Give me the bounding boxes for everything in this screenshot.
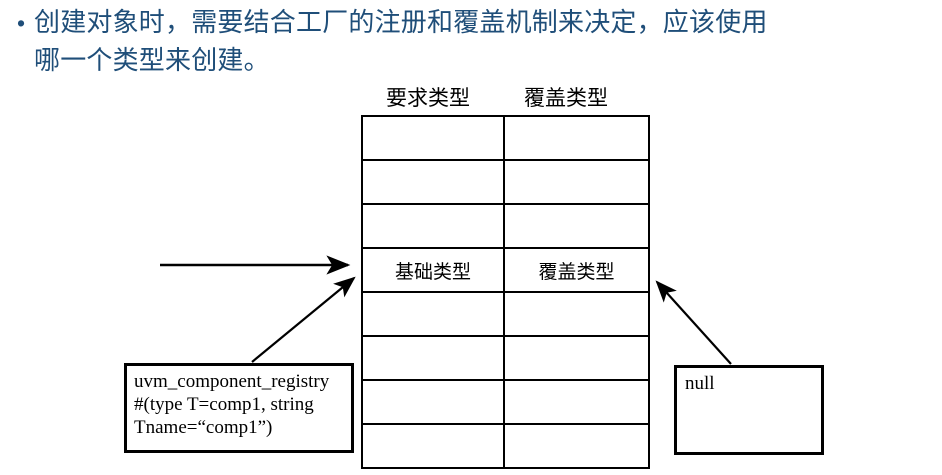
cell-override	[503, 203, 650, 249]
cell-required	[361, 335, 505, 381]
table-row	[361, 159, 650, 205]
bullet-line-1: 创建对象时，需要结合工厂的注册和覆盖机制来决定，应该使用	[34, 8, 768, 38]
cell-override	[503, 159, 650, 205]
cell-required	[361, 203, 505, 249]
table-row	[361, 379, 650, 425]
bullet-body: 创建对象时，需要结合工厂的注册和覆盖机制来决定，应该使用 哪一个类型来创建。	[34, 4, 934, 80]
bullet-marker: •	[16, 10, 26, 36]
caption-required-type: 要求类型	[386, 86, 470, 110]
table-row	[361, 335, 650, 381]
registry-code-line-1: uvm_component_registry	[134, 371, 330, 392]
table-row	[361, 203, 650, 249]
cell-override	[503, 291, 650, 337]
null-arrow	[655, 280, 732, 365]
registry-callout-box: uvm_component_registry #(type T=comp1, s…	[124, 363, 354, 453]
cell-required	[361, 379, 505, 425]
bullet-paragraph: • 创建对象时，需要结合工厂的注册和覆盖机制来决定，应该使用 哪一个类型来创建。	[8, 4, 934, 80]
caption-override-type: 覆盖类型	[524, 86, 608, 110]
table-row	[361, 423, 650, 469]
registry-code-line-3: Tname=“comp1”)	[134, 417, 273, 438]
cell-required	[361, 159, 505, 205]
cell-required	[361, 423, 505, 469]
factory-registry-table: 基础类型 覆盖类型	[361, 115, 650, 469]
table-row	[361, 291, 650, 337]
cell-required: 基础类型	[361, 247, 505, 293]
registry-arrow	[251, 276, 356, 363]
cell-override	[503, 379, 650, 425]
cell-override	[503, 115, 650, 161]
null-callout-box: null	[674, 365, 824, 455]
null-label: null	[685, 373, 715, 394]
cell-override	[503, 423, 650, 469]
table-row-highlighted: 基础类型 覆盖类型	[361, 247, 650, 293]
cell-required	[361, 115, 505, 161]
bullet-line-2: 哪一个类型来创建。	[34, 46, 270, 76]
cell-override	[503, 335, 650, 381]
cell-required	[361, 291, 505, 337]
table-row	[361, 115, 650, 161]
cell-override: 覆盖类型	[503, 247, 650, 293]
registry-code-line-2: #(type T=comp1, string	[134, 394, 314, 415]
